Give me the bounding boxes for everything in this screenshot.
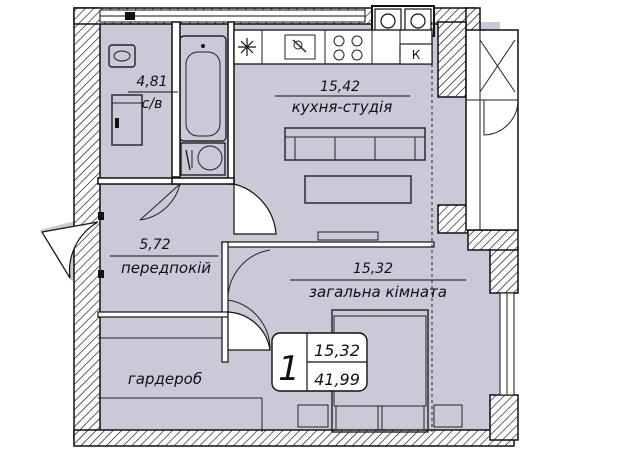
kitchen-label: 15,42 кухня-студія bbox=[275, 79, 410, 116]
wardrobe-area bbox=[98, 337, 263, 432]
studio-furniture bbox=[284, 127, 426, 241]
living-area: 15,32 bbox=[353, 261, 393, 277]
summary-living-area: 15,32 bbox=[314, 341, 360, 360]
living-name: загальна кімната bbox=[309, 283, 447, 301]
hallway-label: 5,72 передпокій bbox=[110, 237, 218, 277]
kitchen-k-label: К bbox=[412, 48, 421, 62]
rooms-count: 1 bbox=[278, 349, 300, 389]
snowflake-icon bbox=[238, 38, 256, 56]
bathroom-name: с/в bbox=[142, 96, 163, 112]
kitchen-area: 15,42 bbox=[320, 79, 360, 95]
living-label: 15,32 загальна кімната bbox=[290, 261, 466, 301]
bathroom-fixtures bbox=[108, 35, 227, 176]
balcony bbox=[465, 29, 519, 231]
bathroom-label: 4,81 с/в bbox=[128, 74, 178, 112]
right-window bbox=[499, 292, 515, 396]
top-window bbox=[99, 9, 366, 23]
bathroom-area: 4,81 bbox=[136, 74, 167, 90]
hallway-area: 5,72 bbox=[139, 237, 170, 253]
wardrobe-name: гардероб bbox=[128, 370, 202, 388]
kitchen-name: кухня-студія bbox=[292, 98, 392, 116]
interior-walls bbox=[97, 21, 435, 432]
summary-total-area: 41,99 bbox=[314, 370, 360, 389]
doors bbox=[41, 183, 277, 351]
hallway-name: передпокій bbox=[121, 259, 211, 277]
kitchen-fixtures: К bbox=[233, 29, 433, 65]
summary-box: 1 15,32 41,99 bbox=[271, 332, 368, 392]
